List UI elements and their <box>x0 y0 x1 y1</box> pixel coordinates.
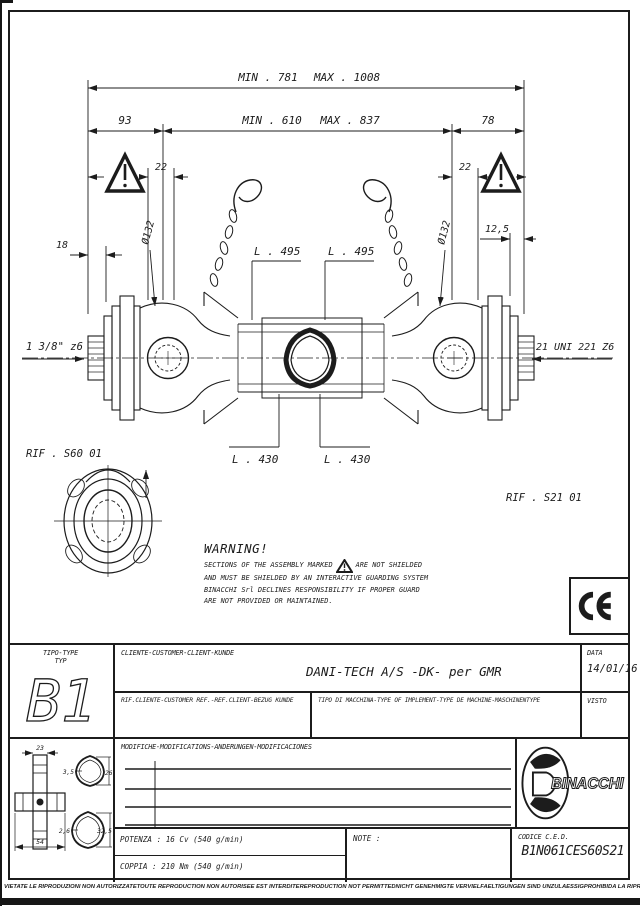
power-cell: POTENZA : 16 Cv (540 g/min) COPPIA : 210… <box>115 827 345 882</box>
mini-profile1-size: 26 <box>105 770 113 777</box>
notice-it: VIETATE LE RIPRODUZIONI NON AUTORIZZATE <box>4 884 137 890</box>
warning-line3: BINACCHI Srl DECLINES RESPONSIBILITY IF … <box>204 585 420 594</box>
mini-dim-top-width: 23 <box>36 744 44 752</box>
label-ref-left: RIF . S60 01 <box>26 448 102 460</box>
dim-overall-min: MIN . 781 <box>237 71 298 84</box>
label-right-spline: 21 UNI 221 Z6 <box>536 342 614 353</box>
dim-right-offset: 22 <box>459 162 471 173</box>
dim-inner-min: MIN . 610 <box>241 114 302 127</box>
type-label-de: TYP <box>54 657 67 665</box>
cross-journal-cell: 23 54 3,5 26 2,6 32,5 <box>8 737 115 882</box>
brand-name: BINACCHI <box>551 776 624 793</box>
warning-triangle-right-icon <box>480 151 522 193</box>
dim-guard-top-right: L . 495 <box>328 245 374 258</box>
type-cell: TIPO-TYPE TYP B1 <box>8 645 115 737</box>
type-value-art: B1 <box>25 666 96 735</box>
warning-line1-before: SECTIONS OF THE ASSEMBLY MARKED <box>204 561 333 570</box>
dim-overall-max: MAX . 1008 <box>313 71 381 84</box>
modifications-label: MODIFICHE-MODIFICATIONS-ANDERUNGEN-MODIF… <box>121 743 312 751</box>
approved-cell: VISTO <box>580 691 630 737</box>
modifications-ruling <box>125 761 511 829</box>
dimension-lines <box>22 84 612 498</box>
notice-fr: TOUTE REPRODUCTION NON AUTORISEE EST INT… <box>136 884 300 890</box>
notice-es: PROHIBIDA LA RIPRODUCCION NO AUTORIZADA <box>583 884 640 890</box>
sheet-border <box>8 10 630 880</box>
cross-journal-drawing: 23 54 3,5 26 2,6 32,5 <box>14 744 113 851</box>
title-block: TIPO-TYPE TYP B1 <box>8 643 638 882</box>
approved-label: VISTO <box>587 697 607 705</box>
dim-guard-bottom-right: L . 430 <box>324 453 371 466</box>
power-value: POTENZA : 16 Cv (540 g/min) <box>115 829 345 856</box>
date-label: DATA <box>587 649 603 657</box>
mini-profile1-wall: 3,5 <box>62 769 74 776</box>
note-label: NOTE : <box>353 834 381 843</box>
customer-ref-cell: RIF.CLIENTE-CUSTOMER REF.-REF.CLIENT-BEZ… <box>115 691 310 737</box>
type-value: B1 <box>26 667 96 731</box>
mini-profile2-size: 32,5 <box>96 828 112 835</box>
customer-value: DANI-TECH A/S -DK- per GMR <box>306 664 502 679</box>
dim-left-end: 93 <box>118 114 131 127</box>
warning-triangle-left-icon <box>104 151 146 193</box>
ce-mark <box>569 577 630 635</box>
safety-chain-right-icon <box>362 179 413 287</box>
warning-title: WARNING! <box>204 541 269 556</box>
label-left-spline: 1 3/8" z6 <box>26 341 83 353</box>
dim-right-cap: 12,5 <box>485 224 509 235</box>
customer-label: CLIENTE-CUSTOMER-CLIENT-KUNDE <box>121 649 234 657</box>
dim-right-diameter: Ø132 <box>435 219 453 245</box>
dim-guard-bottom-left: L . 430 <box>232 453 279 466</box>
pto-shaft-side-view <box>87 291 535 425</box>
dim-left-flange: 18 <box>56 240 68 251</box>
label-ref-right: RIF . S21 01 <box>506 492 582 504</box>
customer-cell: CLIENTE-CUSTOMER-CLIENT-KUNDE DANI-TECH … <box>115 645 580 691</box>
warning-line2: AND MUST BE SHIELDED BY AN INTERACTIVE G… <box>204 574 429 582</box>
page-edge-bottom <box>0 898 640 905</box>
date-value: 14/01/16 <box>587 663 638 675</box>
code-cell: CODICE C.E.D. B1N061CES60S21 <box>510 827 630 882</box>
warning-line4: ARE NOT PROVIDED OR MAINTAINED. <box>204 597 333 605</box>
page-edge-tick <box>0 0 13 3</box>
code-label: CODICE C.E.D. <box>518 833 569 841</box>
mini-profile2-wall: 2,6 <box>59 828 70 835</box>
warning-triangle-inline-icon <box>335 559 353 573</box>
dim-guard-top-left: L . 495 <box>254 245 300 258</box>
date-cell: DATA 14/01/16 <box>580 645 638 691</box>
dim-left-offset: 22 <box>155 162 167 173</box>
customer-ref-label: RIF.CLIENTE-CUSTOMER REF.-REF.CLIENT-BEZ… <box>121 697 294 704</box>
ce-mark-icon <box>578 591 611 621</box>
note-cell: NOTE : <box>345 827 510 882</box>
flange-end-view <box>54 465 162 577</box>
mini-dim-bottom-width: 54 <box>36 838 44 846</box>
dim-right-end: 78 <box>481 114 495 127</box>
reproduction-notice: VIETATE LE RIPRODUZIONI NON AUTORIZZATE … <box>4 884 640 890</box>
dim-left-diameter: Ø132 <box>139 219 157 245</box>
shaft-technical-drawing: MIN . 781 MAX . 1008 93 MIN . 610 MAX . … <box>22 71 614 577</box>
dimension-extension-lines <box>87 80 525 314</box>
safety-chain-left-icon <box>209 179 263 287</box>
dim-inner-max: MAX . 837 <box>319 114 380 127</box>
type-label: TIPO-TYPE <box>42 649 79 657</box>
page-edge-left <box>0 0 2 906</box>
machine-type-label: TIPO DI MACCHINA-TYPE OF IMPLEMENT-TYPE … <box>318 697 540 704</box>
binacchi-logo: BINACCHI <box>521 746 625 820</box>
notice-en: REPRODUCTION NOT PERMITTED <box>299 884 396 890</box>
notice-de: NICHT GENEHMIGTE VERVIELFAELTIGUNGEN SIN… <box>395 884 584 890</box>
warning-note: WARNING! SECTIONS OF THE ASSEMBLY MARKED… <box>204 541 449 608</box>
code-value: B1N061CES60S21 <box>521 844 624 859</box>
modifications-cell: MODIFICHE-MODIFICATIONS-ANDERUNGEN-MODIF… <box>115 737 515 829</box>
machine-type-cell: TIPO DI MACCHINA-TYPE OF IMPLEMENT-TYPE … <box>310 691 580 737</box>
brand-logo-cell: BINACCHI <box>515 737 630 827</box>
torque-value: COPPIA : 210 Nm (540 g/min) <box>120 862 244 871</box>
warning-line1-after: ARE NOT SHIELDED <box>355 561 422 570</box>
